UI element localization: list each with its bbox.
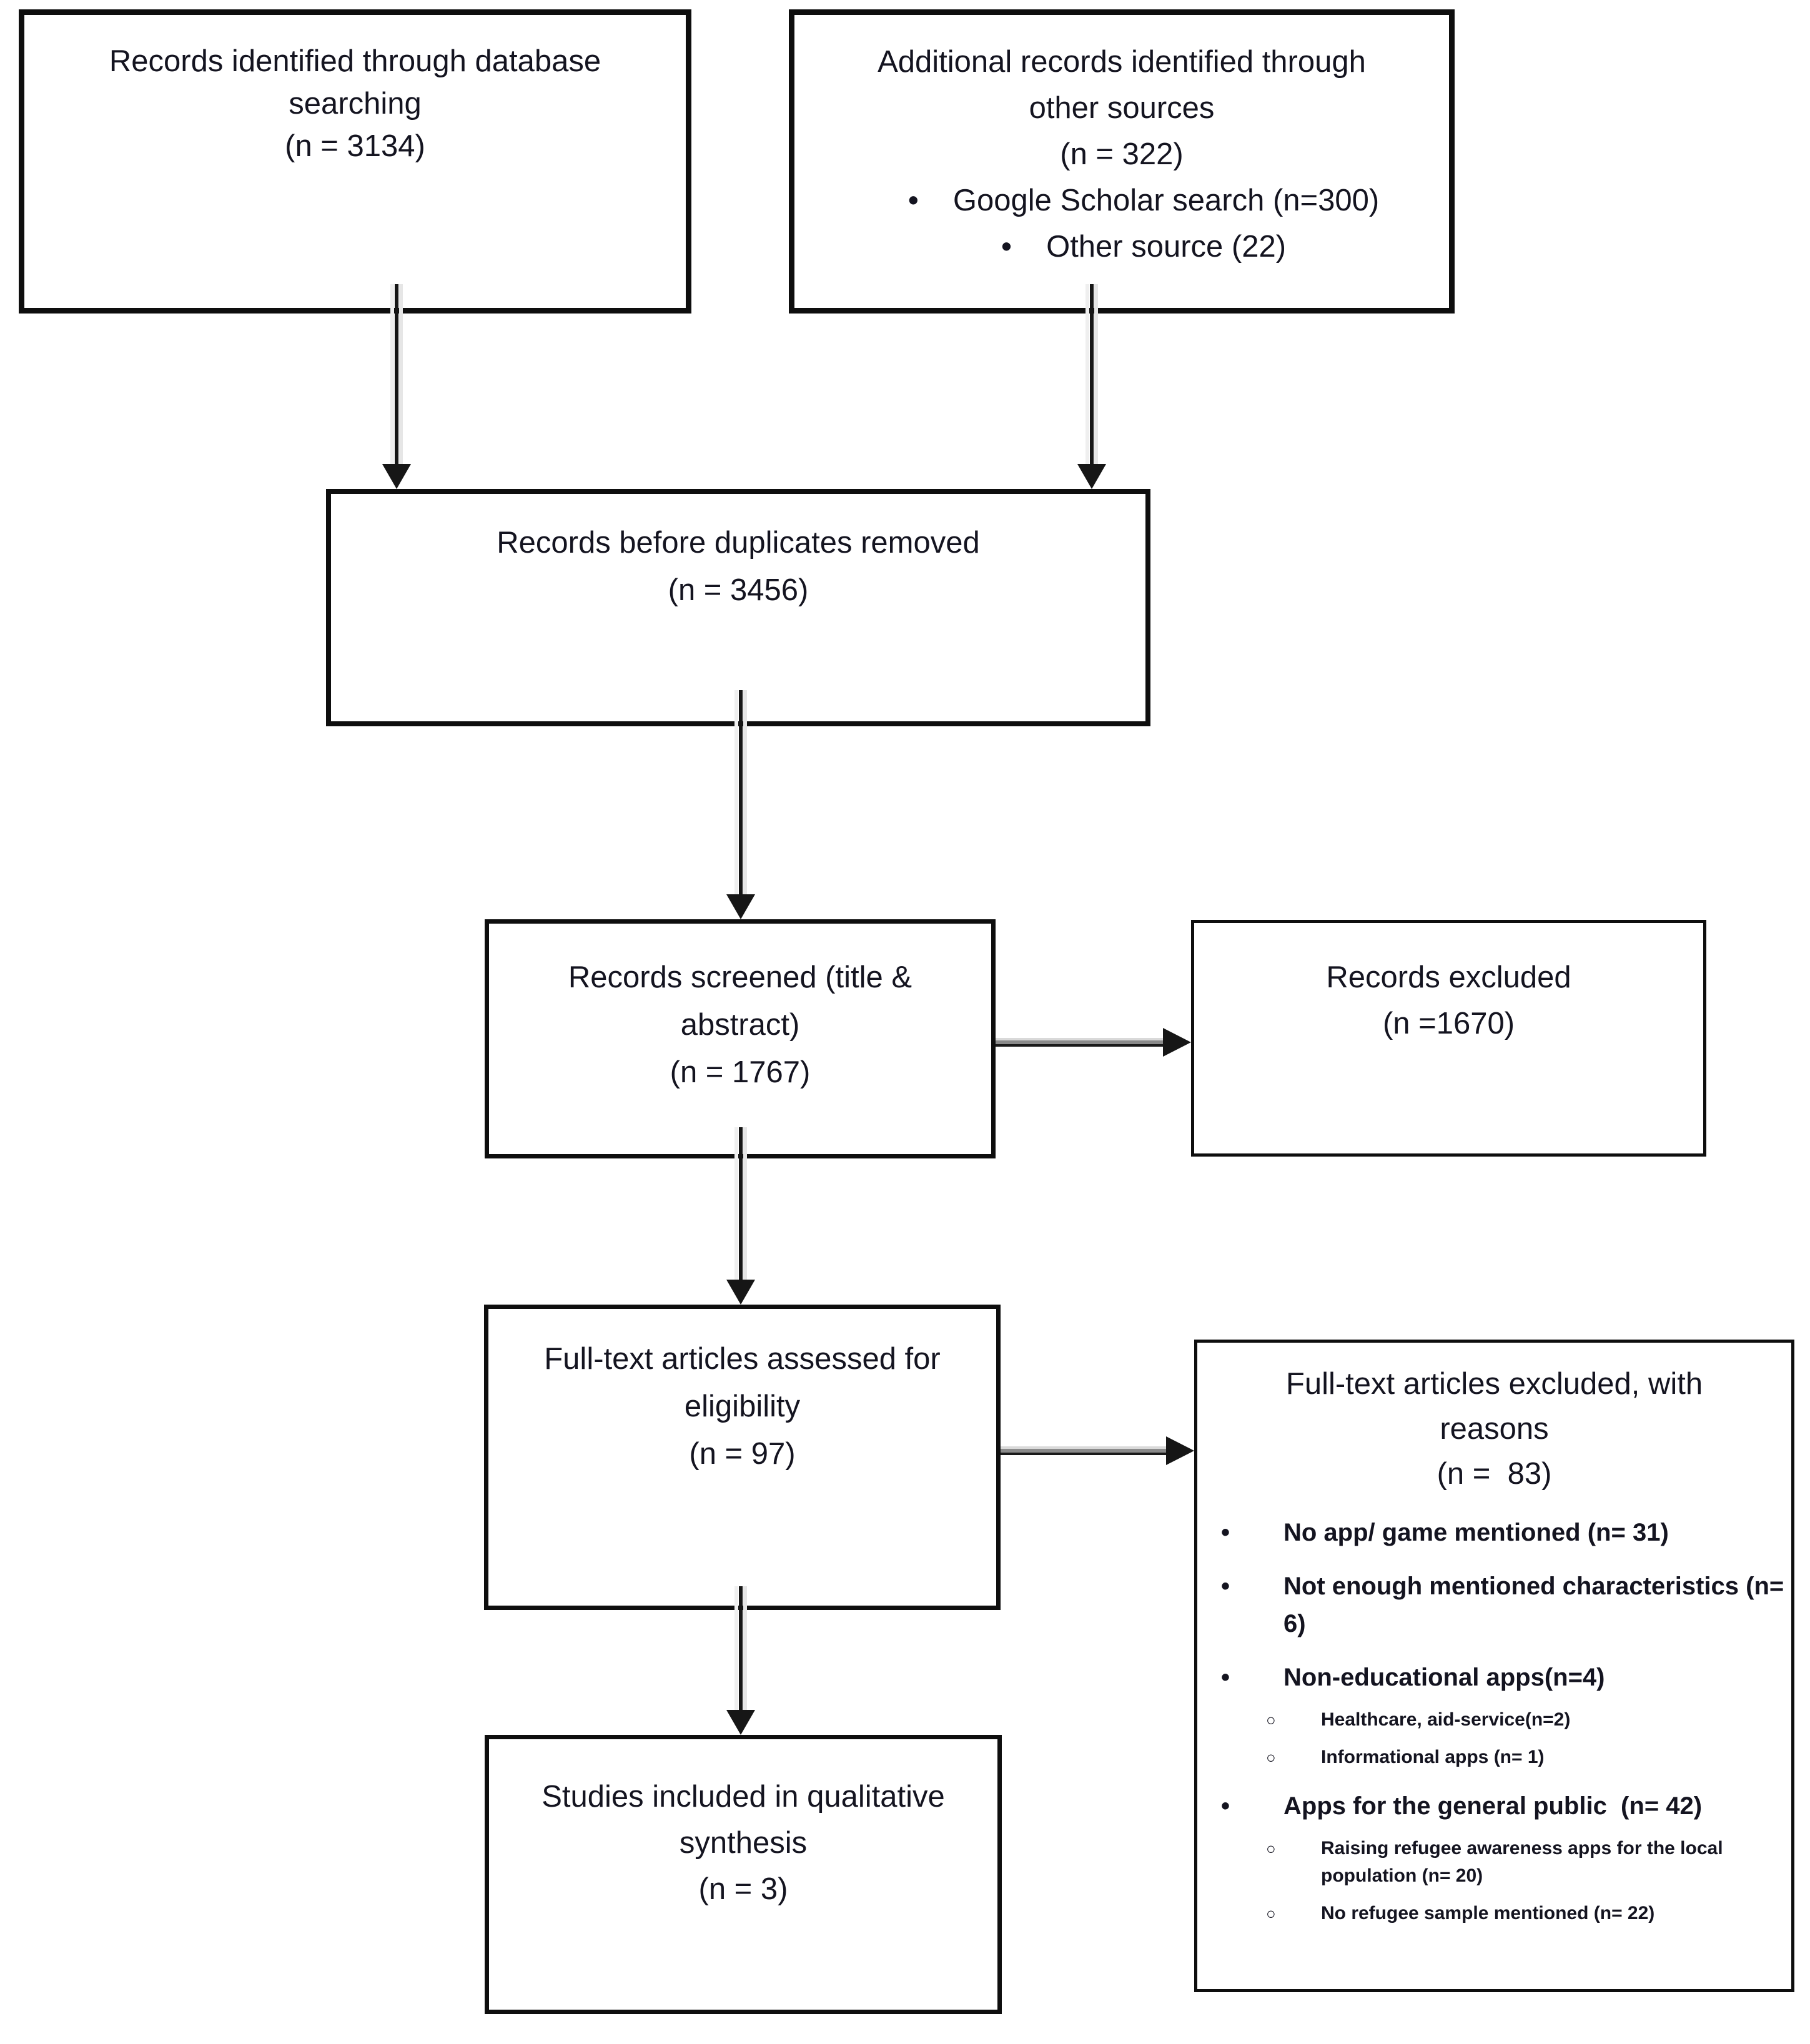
additional-records-bullet-1-text: Google Scholar search (n=300) [952,184,1380,217]
exclusion-reason-text: Raising refugee awareness apps for the l… [1321,1838,1728,1886]
exclusion-reason-subitem: ○ Informational apps (n= 1) [1266,1744,1786,1771]
bullet-icon: • [1001,230,1012,264]
box-records-identified: Records identified through database sear… [19,9,691,314]
box-before-duplicates-count: (n = 3456) [668,573,809,607]
exclusion-reason-text: Apps for the general public (n= 42) [1283,1792,1703,1820]
box-records-screened-line1: Records screened (title & [568,960,912,994]
box-studies-included-line1: Studies included in qualitative [542,1780,945,1814]
arrow-head-icon [1077,464,1106,489]
arrow-shaft [1001,1446,1166,1455]
bullet-icon: • [1221,1664,1230,1691]
exclusion-reason-subitem: ○ Raising refugee awareness apps for the … [1266,1835,1786,1890]
arrow-head-icon [382,464,411,489]
arrow-head-icon [1166,1436,1194,1465]
arrow-head-icon [726,894,755,919]
exclusion-reason-subitem: ○ Healthcare, aid-service(n=2) [1266,1706,1786,1734]
box-records-identified-line2: searching [289,87,422,121]
box-records-excluded-count: (n =1670) [1382,1007,1515,1040]
box-fulltext-assessed-line1: Full-text articles assessed for [544,1342,941,1376]
box-records-screened-count: (n = 1767) [670,1055,811,1089]
box-fulltext-excluded-count: (n = 83) [1437,1457,1552,1491]
exclusion-reason-text: Non-educational apps(n=4) [1283,1664,1605,1691]
box-records-identified-line1: Records identified through database [109,44,601,78]
exclusion-reason-subitem: ○ No refugee sample mentioned (n= 22) [1266,1900,1786,1927]
circle-bullet-icon: ○ [1266,1904,1276,1923]
exclusion-reasons-list: •No app/ game mentioned (n= 31) •Not eno… [1197,1514,1791,1927]
box-additional-records-count: (n = 322) [1060,137,1184,171]
arrow-head-icon [726,1280,755,1305]
box-fulltext-assessed-line2: eligibility [684,1390,801,1423]
exclusion-reason-text: Not enough mentioned characteristics (n=… [1283,1572,1791,1637]
exclusion-reason-text: No refugee sample mentioned (n= 22) [1321,1903,1655,1923]
box-studies-included-line2: synthesis [679,1826,808,1860]
arrow-shaft [739,690,743,894]
circle-bullet-icon: ○ [1266,1839,1276,1858]
bullet-icon: • [907,184,919,217]
arrow-head-icon [726,1710,755,1735]
exclusion-reason-item: •Not enough mentioned characteristics (n… [1221,1568,1786,1642]
exclusion-reason-item: • Apps for the general public (n= 42) [1221,1787,1786,1825]
box-fulltext-assessed: Full-text articles assessed for eligibil… [484,1305,1001,1610]
arrow-shaft [1090,284,1094,464]
additional-records-bullet-2-text: Other source (22) [1046,230,1287,264]
box-fulltext-excluded-line2: reasons [1440,1412,1549,1446]
bullet-icon: • [1221,1792,1230,1820]
box-fulltext-excluded: Full-text articles excluded, with reason… [1194,1340,1794,1992]
exclusion-reason-item: • No app/ game mentioned (n= 31) [1221,1514,1786,1551]
box-studies-included: Studies included in qualitative synthesi… [485,1735,1002,2014]
bullet-icon: • [1221,1572,1230,1600]
box-records-screened-line2: abstract) [680,1008,800,1042]
box-fulltext-excluded-line1: Full-text articles excluded, with [1285,1367,1703,1401]
exclusion-reason-text: Healthcare, aid-service(n=2) [1321,1709,1571,1730]
arrow-head-icon [1163,1028,1191,1057]
arrow-shaft [996,1038,1163,1047]
box-records-identified-count: (n = 3134) [285,129,425,163]
additional-records-bullet-2: • Other source (22) [838,224,1449,270]
exclusion-reason-text: Informational apps (n= 1) [1321,1747,1545,1767]
box-before-duplicates: Records before duplicates removed (n = 3… [326,489,1150,726]
box-studies-included-count: (n = 3) [698,1872,788,1906]
circle-bullet-icon: ○ [1266,1711,1276,1729]
box-additional-records-line1: Additional records identified through [878,45,1366,79]
exclusion-reason-text: No app/ game mentioned (n= 31) [1283,1519,1669,1546]
box-before-duplicates-line1: Records before duplicates removed [497,526,980,560]
box-fulltext-assessed-count: (n = 97) [689,1437,796,1471]
box-additional-records: Additional records identified through ot… [789,9,1455,314]
bullet-icon: • [1221,1519,1230,1546]
box-records-excluded-line1: Records excluded [1326,960,1571,994]
box-records-screened: Records screened (title & abstract) (n =… [485,919,996,1158]
exclusion-reason-item: • Non-educational apps(n=4) [1221,1659,1786,1696]
box-additional-records-line2: other sources [1029,91,1215,125]
additional-records-bullet-1: • Google Scholar search (n=300) [838,177,1449,224]
box-records-excluded: Records excluded (n =1670) [1191,920,1706,1157]
circle-bullet-icon: ○ [1266,1748,1276,1767]
arrow-shaft [739,1586,743,1710]
arrow-shaft [395,284,398,464]
arrow-shaft [739,1127,743,1280]
